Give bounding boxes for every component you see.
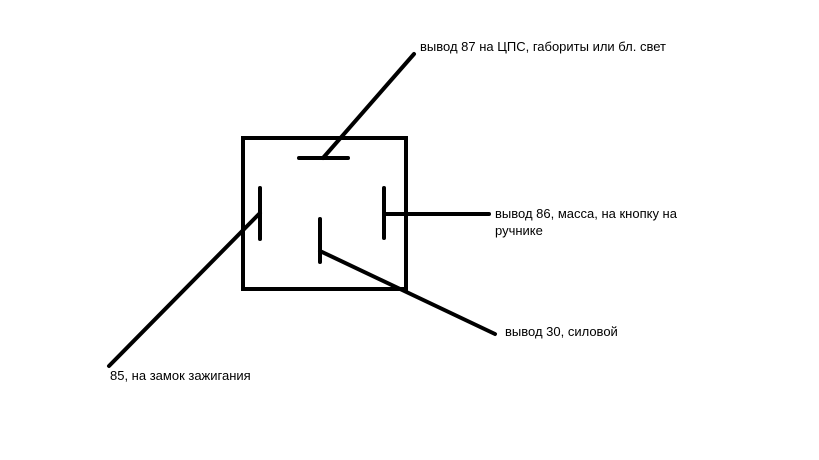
pin-30-wire — [318, 249, 497, 336]
pin-85-label: 85, на замок зажигания — [110, 368, 251, 383]
pin-86-label: вывод 86, масса, на кнопку на ручнике — [495, 205, 715, 239]
pin-30-label: вывод 30, силовой — [505, 324, 618, 339]
pin-85-wire — [107, 211, 262, 368]
relay-body — [241, 136, 408, 291]
pin-87-wire — [321, 52, 416, 160]
pin-86-label-line1: вывод 86, масса, на кнопку на — [495, 206, 677, 221]
pin-87-label: вывод 87 на ЦПС, габориты или бл. свет — [420, 39, 666, 54]
pin-86-label-line2: ручнике — [495, 223, 543, 238]
